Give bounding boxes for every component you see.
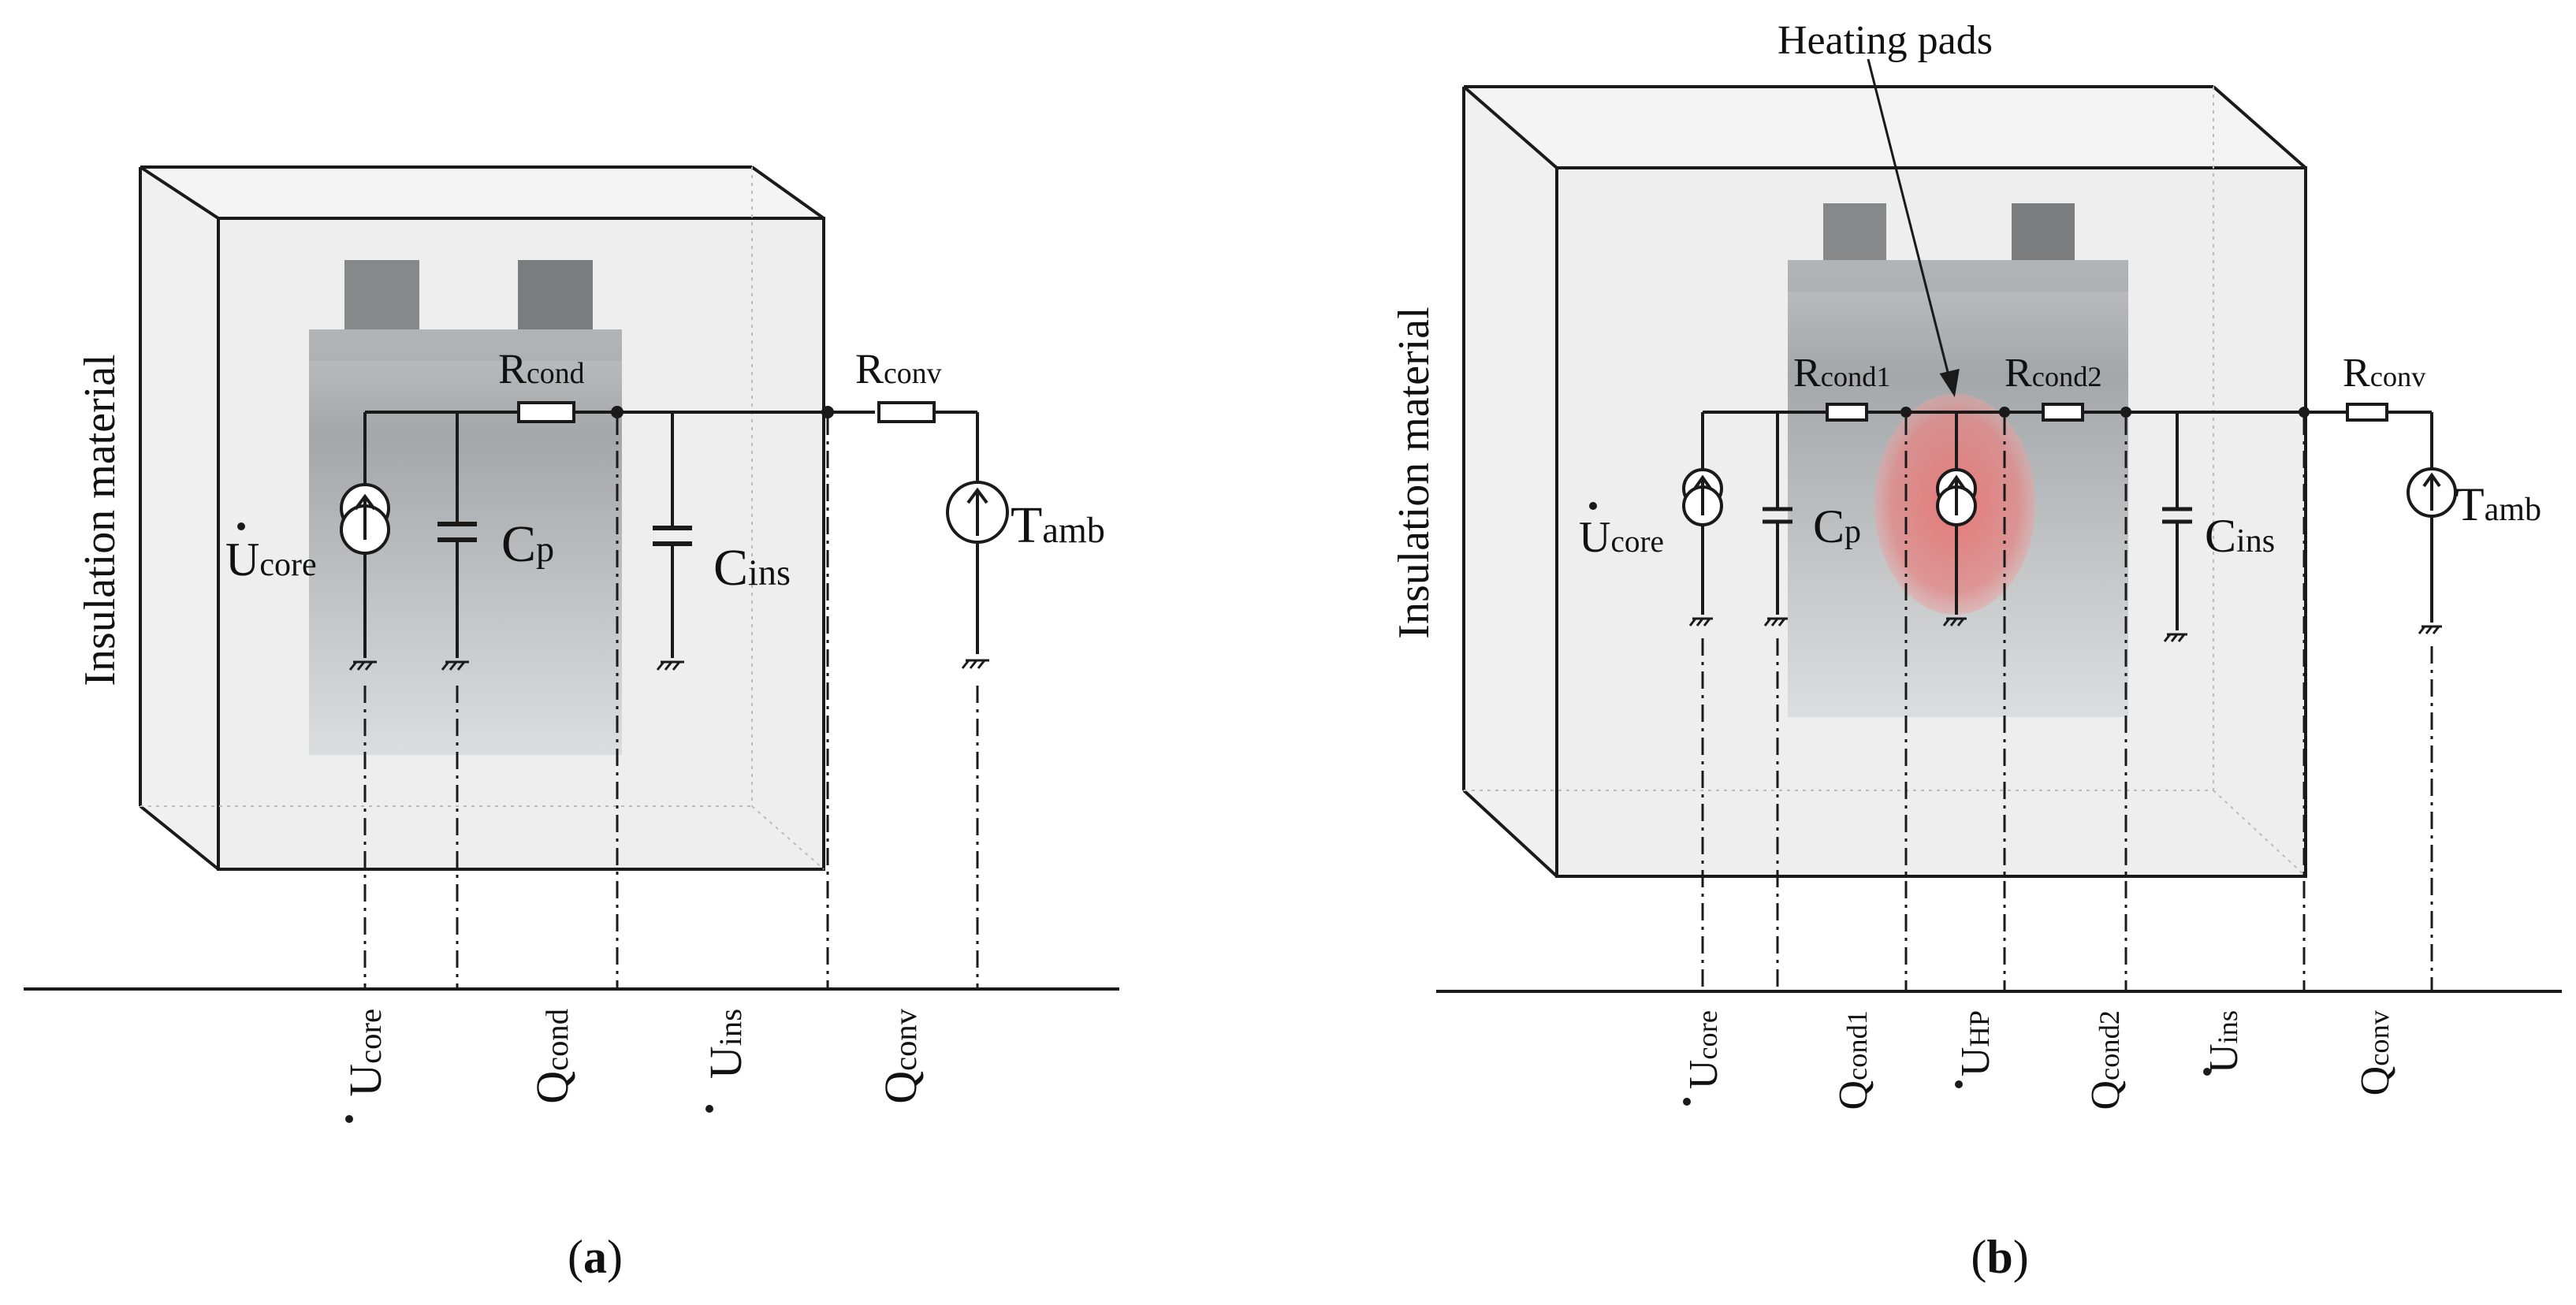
resistor-r-conv (2346, 403, 2388, 422)
axis-label: Qcond1 (1831, 1010, 1876, 1110)
axis-label: Uins (2202, 1010, 2247, 1073)
heating-pads-label: Heating pads (1778, 18, 1993, 63)
time-derivative-dot (1683, 1098, 1691, 1106)
label-c-ins: Cins (713, 539, 791, 597)
dash-dot-projection-lines (363, 418, 979, 989)
junction-node (2120, 407, 2131, 418)
label-r-conv: Rconv (2343, 351, 2426, 396)
label-r-cond2: Rcond2 (2005, 351, 2102, 396)
time-derivative-dot (345, 1115, 353, 1123)
axis-label: Qcond (527, 1009, 578, 1104)
axis-label: UHP (1953, 1010, 1998, 1076)
caption-b: (b) (1971, 1231, 2028, 1283)
label-c-p: Cp (1813, 500, 1861, 552)
axis-labels: Ucore Qcond Uins Qconv (340, 1008, 926, 1123)
axis-label: Ucore (340, 1009, 391, 1097)
axis-label: Uins (700, 1009, 751, 1079)
capacitor-c-p (1763, 507, 1792, 524)
label-r-conv: Rconv (855, 345, 942, 392)
label-t-amb: Tamb (1011, 496, 1105, 554)
temperature-source-t-amb (2407, 467, 2457, 518)
time-derivative-dot (1955, 1080, 1963, 1088)
axis-label: Qconv (875, 1008, 926, 1103)
time-derivative-dot (705, 1105, 713, 1113)
junction-node (2299, 407, 2310, 418)
capacitor-c-ins (2162, 507, 2192, 524)
time-derivative-dot (2203, 1068, 2211, 1076)
capacitor-c-ins (653, 526, 692, 546)
heat-source-u-core (1682, 468, 1723, 526)
junction-node (1999, 407, 2010, 418)
time-derivative-dot (237, 522, 245, 530)
axis-labels: Ucore Qcond1 UHP Qcond2 Uins Qconv (1681, 1009, 2398, 1110)
ground-symbols (1688, 617, 2442, 642)
label-u-core: Ucore (225, 534, 317, 586)
axis-label: Qconv (2353, 1009, 2398, 1095)
side-label: Insulation material (76, 354, 125, 686)
axis-label: Qcond2 (2083, 1010, 2128, 1110)
heating-pads-callout-arrow (1867, 58, 1960, 398)
axis-label: Ucore (1681, 1010, 1726, 1089)
capacitor-c-p (437, 522, 477, 542)
ground-symbols (348, 659, 989, 671)
heat-source-u-core (340, 483, 390, 555)
label-t-amb: Tamb (2455, 478, 2541, 530)
label-r-cond1: Rcond1 (1793, 351, 1891, 396)
label-u-core: Ucore (1579, 513, 1664, 562)
panel-a: Insulation material Rcond Rconv Ucore Cp… (24, 165, 1119, 1283)
junction-node (611, 406, 624, 418)
label-c-ins: Cins (2205, 510, 2275, 562)
dash-dot-projection-lines (1701, 418, 2433, 991)
side-label: Insulation material (1390, 307, 1439, 638)
label-r-cond: Rcond (498, 345, 585, 392)
panel-b: Heating pads Insulation material Rcond1 … (1390, 18, 2562, 1283)
caption-a: (a) (568, 1231, 623, 1283)
label-c-p: Cp (501, 515, 554, 573)
temperature-source-t-amb (946, 481, 1009, 544)
junction-node (1900, 407, 1912, 418)
heat-source-u-hp (1936, 468, 1977, 526)
resistor-r-cond2 (2042, 403, 2084, 422)
resistor-r-cond (517, 401, 575, 423)
junction-node (821, 406, 834, 418)
resistor-r-cond1 (1826, 403, 1868, 422)
resistor-r-conv (877, 401, 936, 423)
time-derivative-dot (1589, 502, 1597, 510)
